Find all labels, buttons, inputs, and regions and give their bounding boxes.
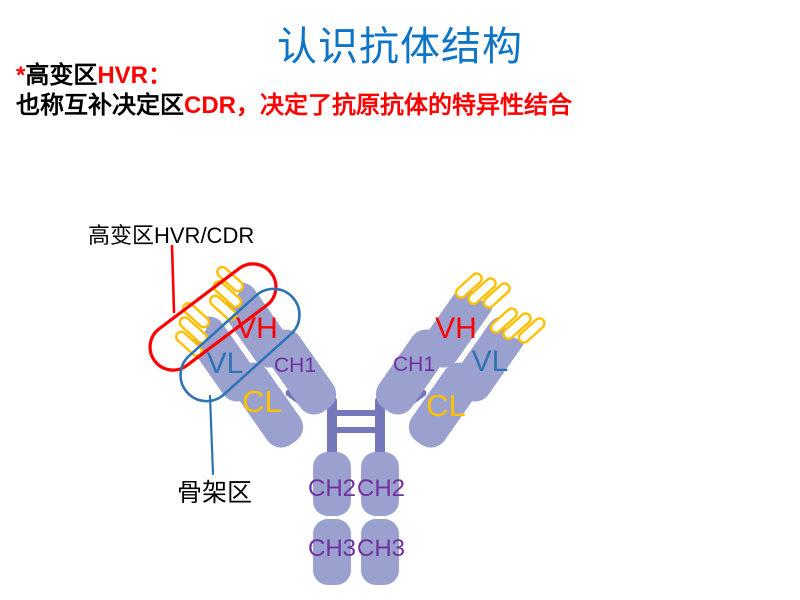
ch2-segment-left [313, 452, 351, 516]
ch2-label-left: CH2 [308, 475, 356, 502]
ch1-label-right: CH1 [393, 353, 435, 376]
note-definition: 也称互补决定区 [16, 92, 184, 119]
note-definition-red: CDR，决定了抗原抗体的特异性结合 [184, 92, 572, 119]
ch3-segment-right [361, 519, 399, 585]
hvr-note: *高变区HVR： 也称互补决定区CDR，决定了抗原抗体的特异性结合 [16, 61, 572, 121]
vh-label-left: VH [236, 312, 278, 345]
ch2-segment-right [361, 452, 399, 516]
ch1-segment-left [263, 329, 337, 415]
cl-label-left: CL [242, 384, 282, 419]
ch3-segment-left [313, 519, 351, 585]
note-term: 高变区 [25, 62, 98, 89]
framework-callout-label: 骨架区 [177, 479, 253, 507]
hvr-callout-label: 高变区HVR/CDR [88, 223, 255, 248]
ch3-label-left: CH3 [308, 535, 356, 562]
note-line-2: 也称互补决定区CDR，决定了抗原抗体的特异性结合 [16, 91, 572, 121]
cl-segment-left [230, 362, 304, 448]
slide-title: 认识抗体结构 [277, 25, 523, 69]
ch3-label-right: CH3 [357, 535, 405, 562]
vl-label-right: VL [472, 345, 509, 378]
ch2-label-right: CH2 [357, 475, 405, 502]
ch1-label-left: CH1 [274, 354, 316, 377]
framework-leader-line [208, 394, 215, 476]
domain-labels: VH VL CH1 CL VH VL CH1 CL CH2 CH2 CH3 CH… [207, 312, 509, 562]
note-line-1: *高变区HVR： [16, 61, 572, 91]
vh-label-right: VH [435, 312, 477, 345]
framework-region-outline [179, 287, 301, 403]
note-term-en: HVR： [97, 62, 173, 89]
hvr-leader-line [170, 244, 176, 314]
cl-label-right: CL [426, 388, 466, 423]
ch1-segment-right [375, 329, 449, 415]
note-asterisk: * [16, 62, 26, 89]
cl-segment-right [408, 362, 482, 448]
hvr-region-outline [148, 262, 278, 372]
callout-graphics [148, 244, 301, 476]
vl-label-left: VL [207, 347, 244, 380]
